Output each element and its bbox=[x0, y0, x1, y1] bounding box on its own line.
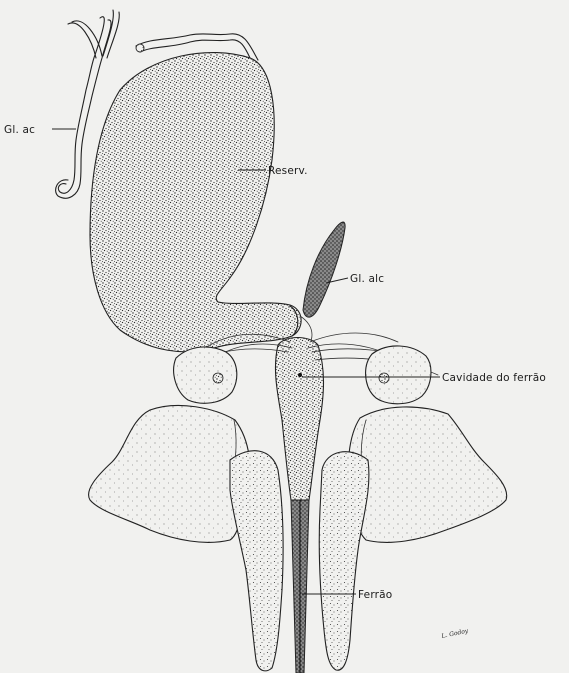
label-gl-ac: Gl. ac bbox=[4, 124, 35, 136]
right-sting-sheath bbox=[319, 452, 369, 671]
label-cavidade-do-ferrao: Cavidade do ferrão bbox=[442, 372, 546, 384]
label-gl-alc: Gl. alc bbox=[350, 273, 384, 285]
right-oblong-plate bbox=[348, 407, 507, 542]
left-sting-sheath bbox=[230, 451, 283, 671]
sting-bulb bbox=[275, 338, 323, 501]
reservoir bbox=[90, 53, 301, 352]
left-quadrate-plate bbox=[174, 347, 237, 403]
left-oblong-plate bbox=[89, 405, 250, 542]
label-reserv: Reserv. bbox=[268, 165, 308, 177]
sting-shaft bbox=[291, 500, 309, 673]
artist-signature: L. Godoy bbox=[440, 627, 469, 640]
alkaline-gland bbox=[303, 222, 345, 317]
label-ferrao: Ferrão bbox=[358, 589, 392, 601]
right-quadrate-plate bbox=[366, 346, 431, 404]
